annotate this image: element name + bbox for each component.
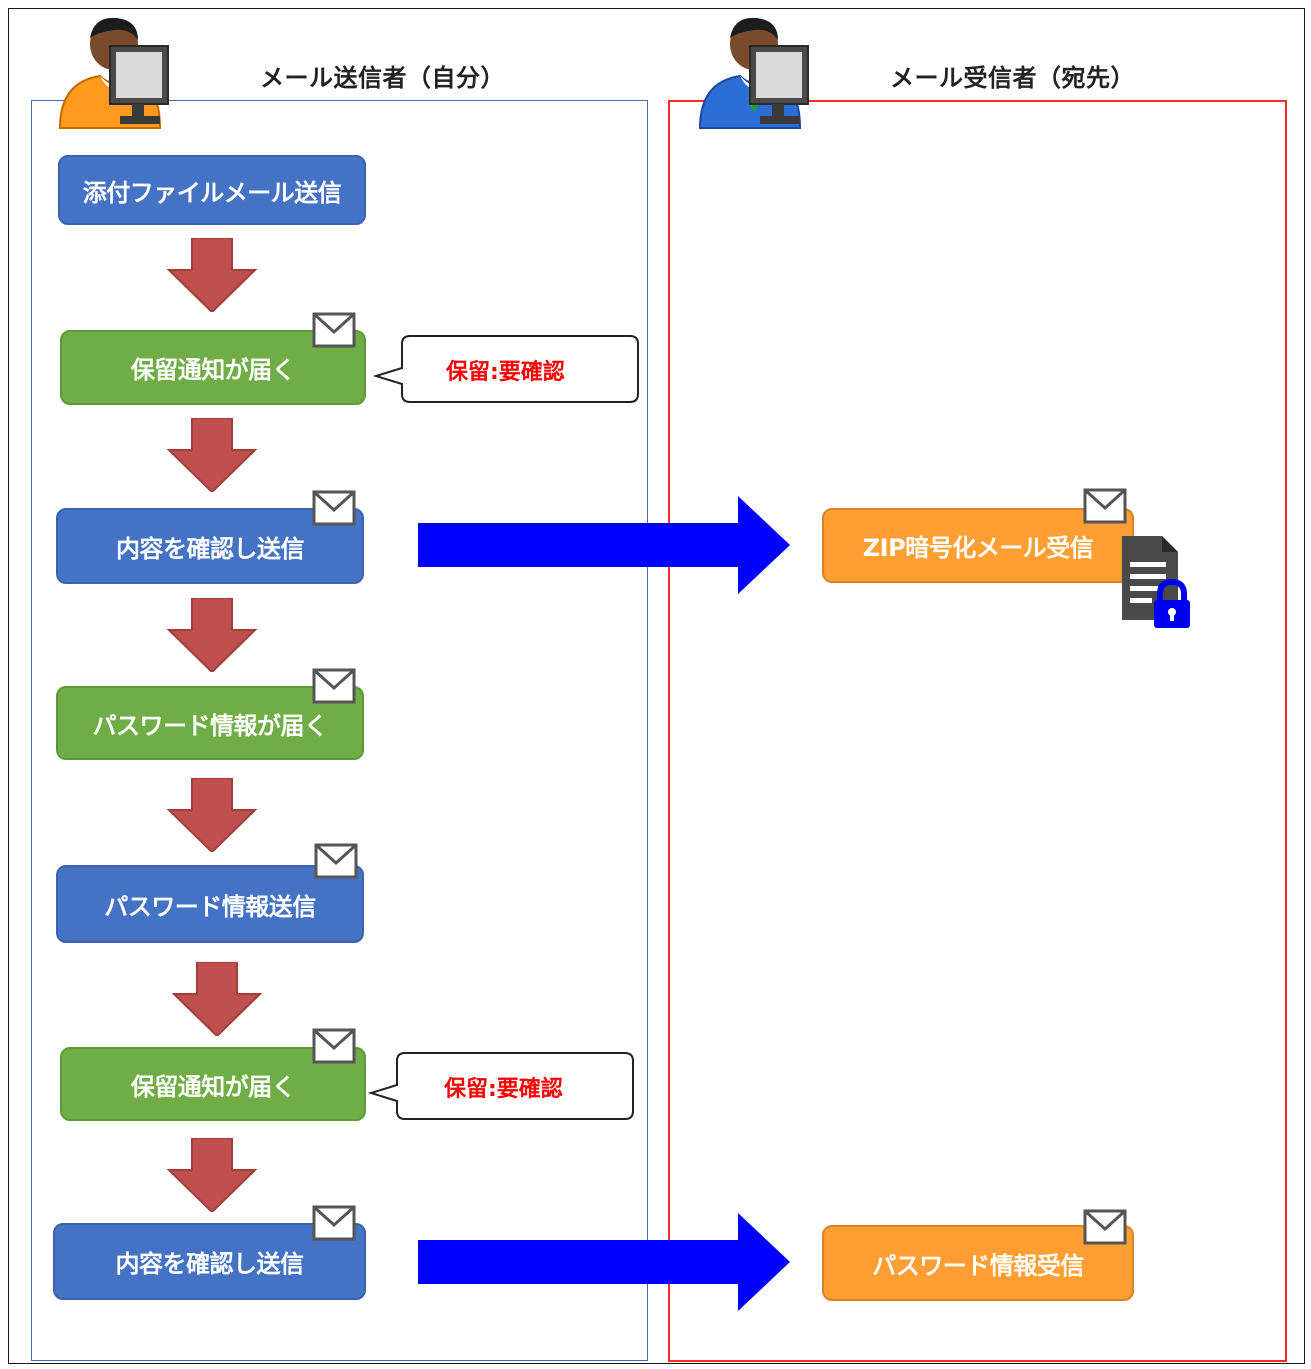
envelope-icon: [314, 843, 358, 879]
hold-callout-text: 保留:要確認: [446, 360, 565, 385]
diagram-frame: [8, 8, 1305, 1364]
send-arrow-right: [418, 496, 790, 594]
envelope-icon: [1083, 488, 1127, 524]
envelope-icon: [1083, 1209, 1127, 1245]
flow-arrow-down: [167, 598, 257, 672]
envelope-icon: [312, 1028, 356, 1064]
flow-arrow-down: [167, 418, 257, 492]
flow-arrow-down: [167, 778, 257, 852]
envelope-icon: [312, 668, 356, 704]
flow-arrow-down: [167, 238, 257, 312]
receiver-user-icon: [698, 10, 815, 129]
step-send-password: パスワード情報送信: [56, 865, 364, 943]
step-hold-notice-2: 保留通知が届く: [60, 1047, 366, 1121]
send-arrow-right-2: [418, 1213, 790, 1311]
flow-arrow-down: [172, 962, 262, 1036]
flow-arrow-down: [167, 1138, 257, 1212]
envelope-icon: [312, 490, 356, 526]
receiver-lane: [668, 100, 1287, 1362]
sender-lane: [31, 100, 648, 1361]
receiver-lane-title: メール受信者（宛先）: [890, 64, 1135, 92]
step-send-attachment: 添付ファイルメール送信: [58, 155, 366, 225]
hold-callout-text-2: 保留:要確認: [444, 1077, 563, 1102]
envelope-icon: [312, 312, 356, 348]
sender-lane-title: メール送信者（自分）: [260, 64, 505, 92]
locked-document-icon: [1122, 536, 1190, 628]
step-receive-zip: ZIP暗号化メール受信: [822, 508, 1134, 583]
sender-user-icon: [58, 10, 175, 129]
envelope-icon: [312, 1205, 356, 1241]
step-receive-password: パスワード情報受信: [822, 1225, 1134, 1301]
step-confirm-send-2: 内容を確認し送信: [53, 1223, 366, 1300]
